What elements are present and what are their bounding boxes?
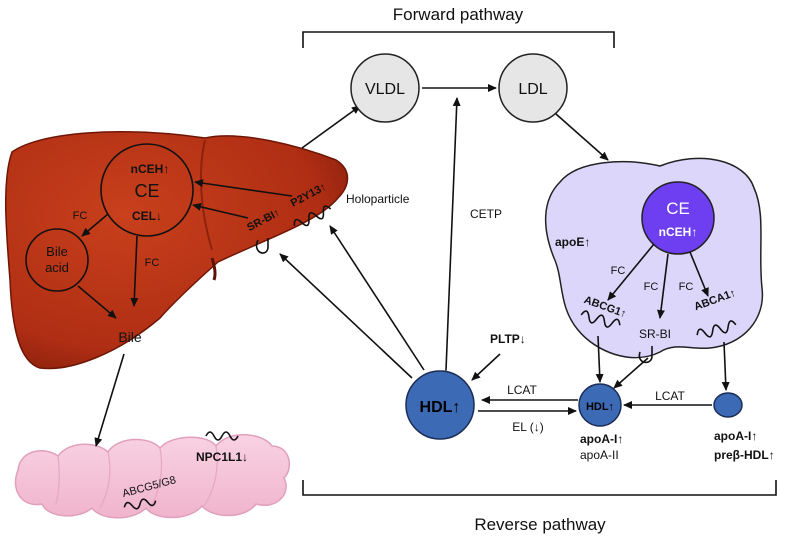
pltp-label: PLTP↓	[490, 332, 526, 346]
npc1l1-label: NPC1L1↓	[196, 450, 248, 464]
srbi-macro-receptor	[638, 346, 653, 364]
liver-vessel	[210, 257, 217, 281]
holoparticle-label: Holoparticle	[346, 192, 410, 206]
macrophage-nceh-label: nCEH↑	[659, 225, 698, 239]
liver-ce-label: CE	[134, 181, 159, 201]
macro-fc-label-1: FC	[611, 265, 626, 277]
liver-ce-circle	[100, 143, 194, 237]
arrow-abcg1-to-hdl	[595, 335, 604, 383]
ldl-label: LDL	[518, 81, 547, 98]
lcat-label-2: LCAT	[655, 389, 685, 403]
arrow-ce-to-srbi	[657, 253, 669, 319]
arrow-abca1-to-prebeta	[721, 341, 730, 391]
arrow-ce-to-bile-acid	[81, 213, 109, 237]
arrow-liver-to-vldl	[301, 105, 361, 149]
intestine-fold-1	[55, 455, 60, 505]
macro-fc-label-2: FC	[644, 281, 659, 293]
intestine-fold-4	[203, 445, 218, 507]
lcat-label-1: LCAT	[507, 383, 537, 397]
intestine	[14, 434, 291, 519]
arrow-hdl-to-p2y13	[329, 225, 425, 371]
intestine-fold-3	[149, 447, 163, 509]
macrophage-ce-label: CE	[666, 199, 690, 218]
forward-bracket	[302, 31, 615, 48]
abcg5g8-transporter-wave	[123, 498, 157, 510]
forward-pathway-title: Forward pathway	[393, 5, 524, 24]
prebeta-hdl-label: preβ-HDL↑	[714, 448, 775, 462]
hdl-small-label: HDL↑	[586, 401, 614, 413]
arrow-ce-to-abca1	[689, 251, 709, 297]
arrow-srbi-to-ce	[192, 202, 249, 219]
vldl-label: VLDL	[365, 81, 405, 98]
el-label: EL (↓)	[512, 420, 544, 434]
liver-nceh-label: nCEH↑	[131, 162, 170, 176]
cetp-arrow	[441, 97, 461, 379]
arrow-ce-to-bile	[130, 235, 139, 307]
arrow-p2y13-to-ce	[194, 179, 293, 197]
vldl-node	[350, 53, 420, 123]
macro-fc-label-3: FC	[679, 281, 694, 293]
arrow-pltp-to-hdl	[471, 353, 501, 381]
arrow-srbi-to-hdl	[613, 357, 649, 389]
bile-acid-label-1: Bile	[46, 244, 68, 259]
macrophage-ce-circle	[641, 181, 715, 255]
cetp-label: CETP	[470, 207, 502, 221]
apoai-label-2: apoA-I↑	[714, 429, 757, 443]
reverse-pathway-title: Reverse pathway	[474, 515, 606, 534]
bile-label: Bile	[118, 329, 142, 345]
hdl-main-label: HDL↑	[420, 399, 461, 416]
apoaii-label: apoA-II	[580, 448, 619, 462]
liver-fc-label-2: FC	[145, 257, 160, 269]
ldl-node	[498, 53, 568, 123]
intestine-body	[14, 434, 291, 519]
liver-cel-label: CEL↓	[132, 209, 162, 223]
abca1-receptor-wave	[696, 320, 737, 338]
liver-lobe-divider	[199, 139, 213, 251]
abcg1-receptor-wave	[580, 310, 621, 328]
arrow-bile-acid-to-bile	[77, 285, 117, 319]
arrow-ldl-to-macrophage	[555, 113, 609, 161]
arrow-ce-to-abcg1	[607, 243, 655, 301]
arrow-bile-to-intestine	[94, 353, 125, 447]
liver-fc-label-1: FC	[73, 210, 88, 222]
hdl-main-node	[405, 370, 475, 440]
hdl-small-node	[578, 383, 622, 427]
srbi-macro-label: SR-BI	[639, 327, 671, 341]
arrow-hdl-to-srbi-liver	[279, 253, 413, 379]
srbi-liver-receptor	[255, 238, 269, 254]
npc1l1-transporter-wave	[205, 431, 239, 441]
bile-acid-label-2: acid	[45, 260, 69, 275]
prebeta-hdl-node	[713, 392, 743, 418]
bile-acid-circle	[25, 228, 89, 292]
p2y13-receptor-wave	[293, 205, 332, 227]
reverse-bracket	[302, 480, 777, 496]
apoe-label: apoE↑	[555, 235, 590, 249]
apoai-label-1: apoA-I↑	[580, 432, 623, 446]
intestine-fold-2	[99, 451, 111, 509]
